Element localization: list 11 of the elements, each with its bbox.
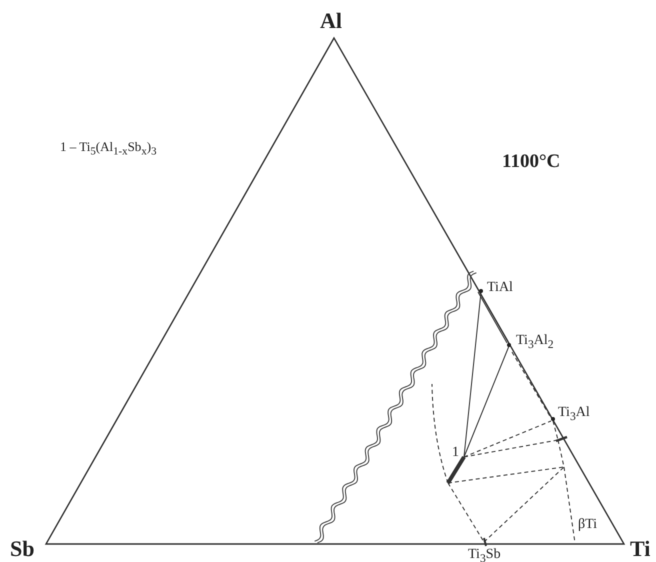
- phase-label: 1: [452, 446, 459, 460]
- vertex-label: Ti: [630, 538, 650, 560]
- vertex-label: Sb: [10, 538, 34, 560]
- vertex-label: Al: [320, 10, 342, 32]
- phase-label: Ti$_{3}$Al: [558, 406, 590, 422]
- phase-legend-note: 1 – Ti$_{5}$(Al$_{1-x}$Sb$_{x}$)$_{3}$: [60, 140, 156, 158]
- phase-label: TiAl: [487, 281, 513, 295]
- phase-label: Ti$_{3}$Al$_{2}$: [516, 334, 554, 350]
- phase-label: βTi: [578, 518, 598, 532]
- temperature-label: 1100°C: [502, 152, 560, 171]
- phase-label: Ti$_{3}$Sb: [468, 548, 501, 562]
